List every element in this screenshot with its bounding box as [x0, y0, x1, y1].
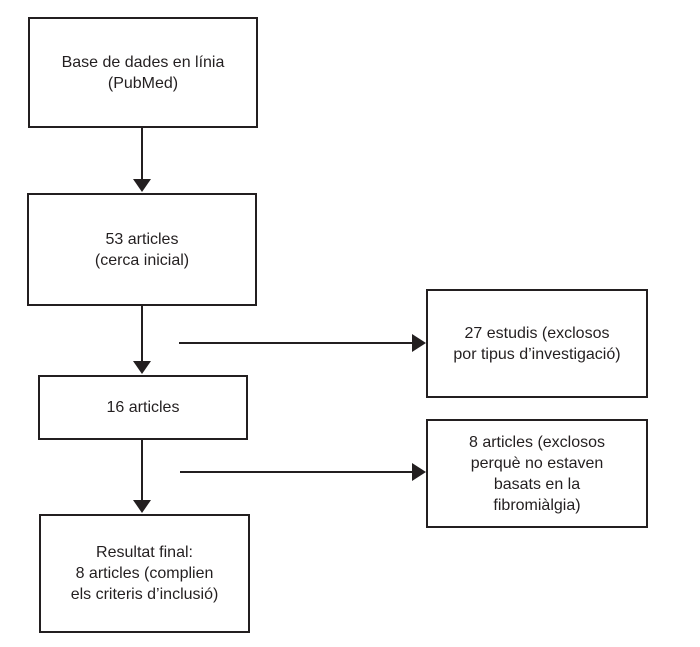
node-screened: 16 articles	[38, 375, 248, 440]
node-excluded-not-fibromyalgia: 8 articles (exclosos perquè no estaven b…	[426, 419, 648, 528]
arrow-database-to-initial-search	[133, 128, 151, 192]
arrow-initial-search-to-screened	[133, 306, 151, 374]
arrow-to-excluded-study-type	[179, 334, 426, 352]
node-final-result: Resultat final: 8 articles (complien els…	[39, 514, 250, 633]
node-excluded-study-type: 27 estudis (exclosos por tipus d’investi…	[426, 289, 648, 398]
node-initial-search: 53 articles (cerca inicial)	[27, 193, 257, 306]
arrow-to-excluded-not-fibromyalgia	[180, 463, 426, 481]
arrow-screened-to-final	[133, 440, 151, 513]
node-database: Base de dades en línia (PubMed)	[28, 17, 258, 128]
